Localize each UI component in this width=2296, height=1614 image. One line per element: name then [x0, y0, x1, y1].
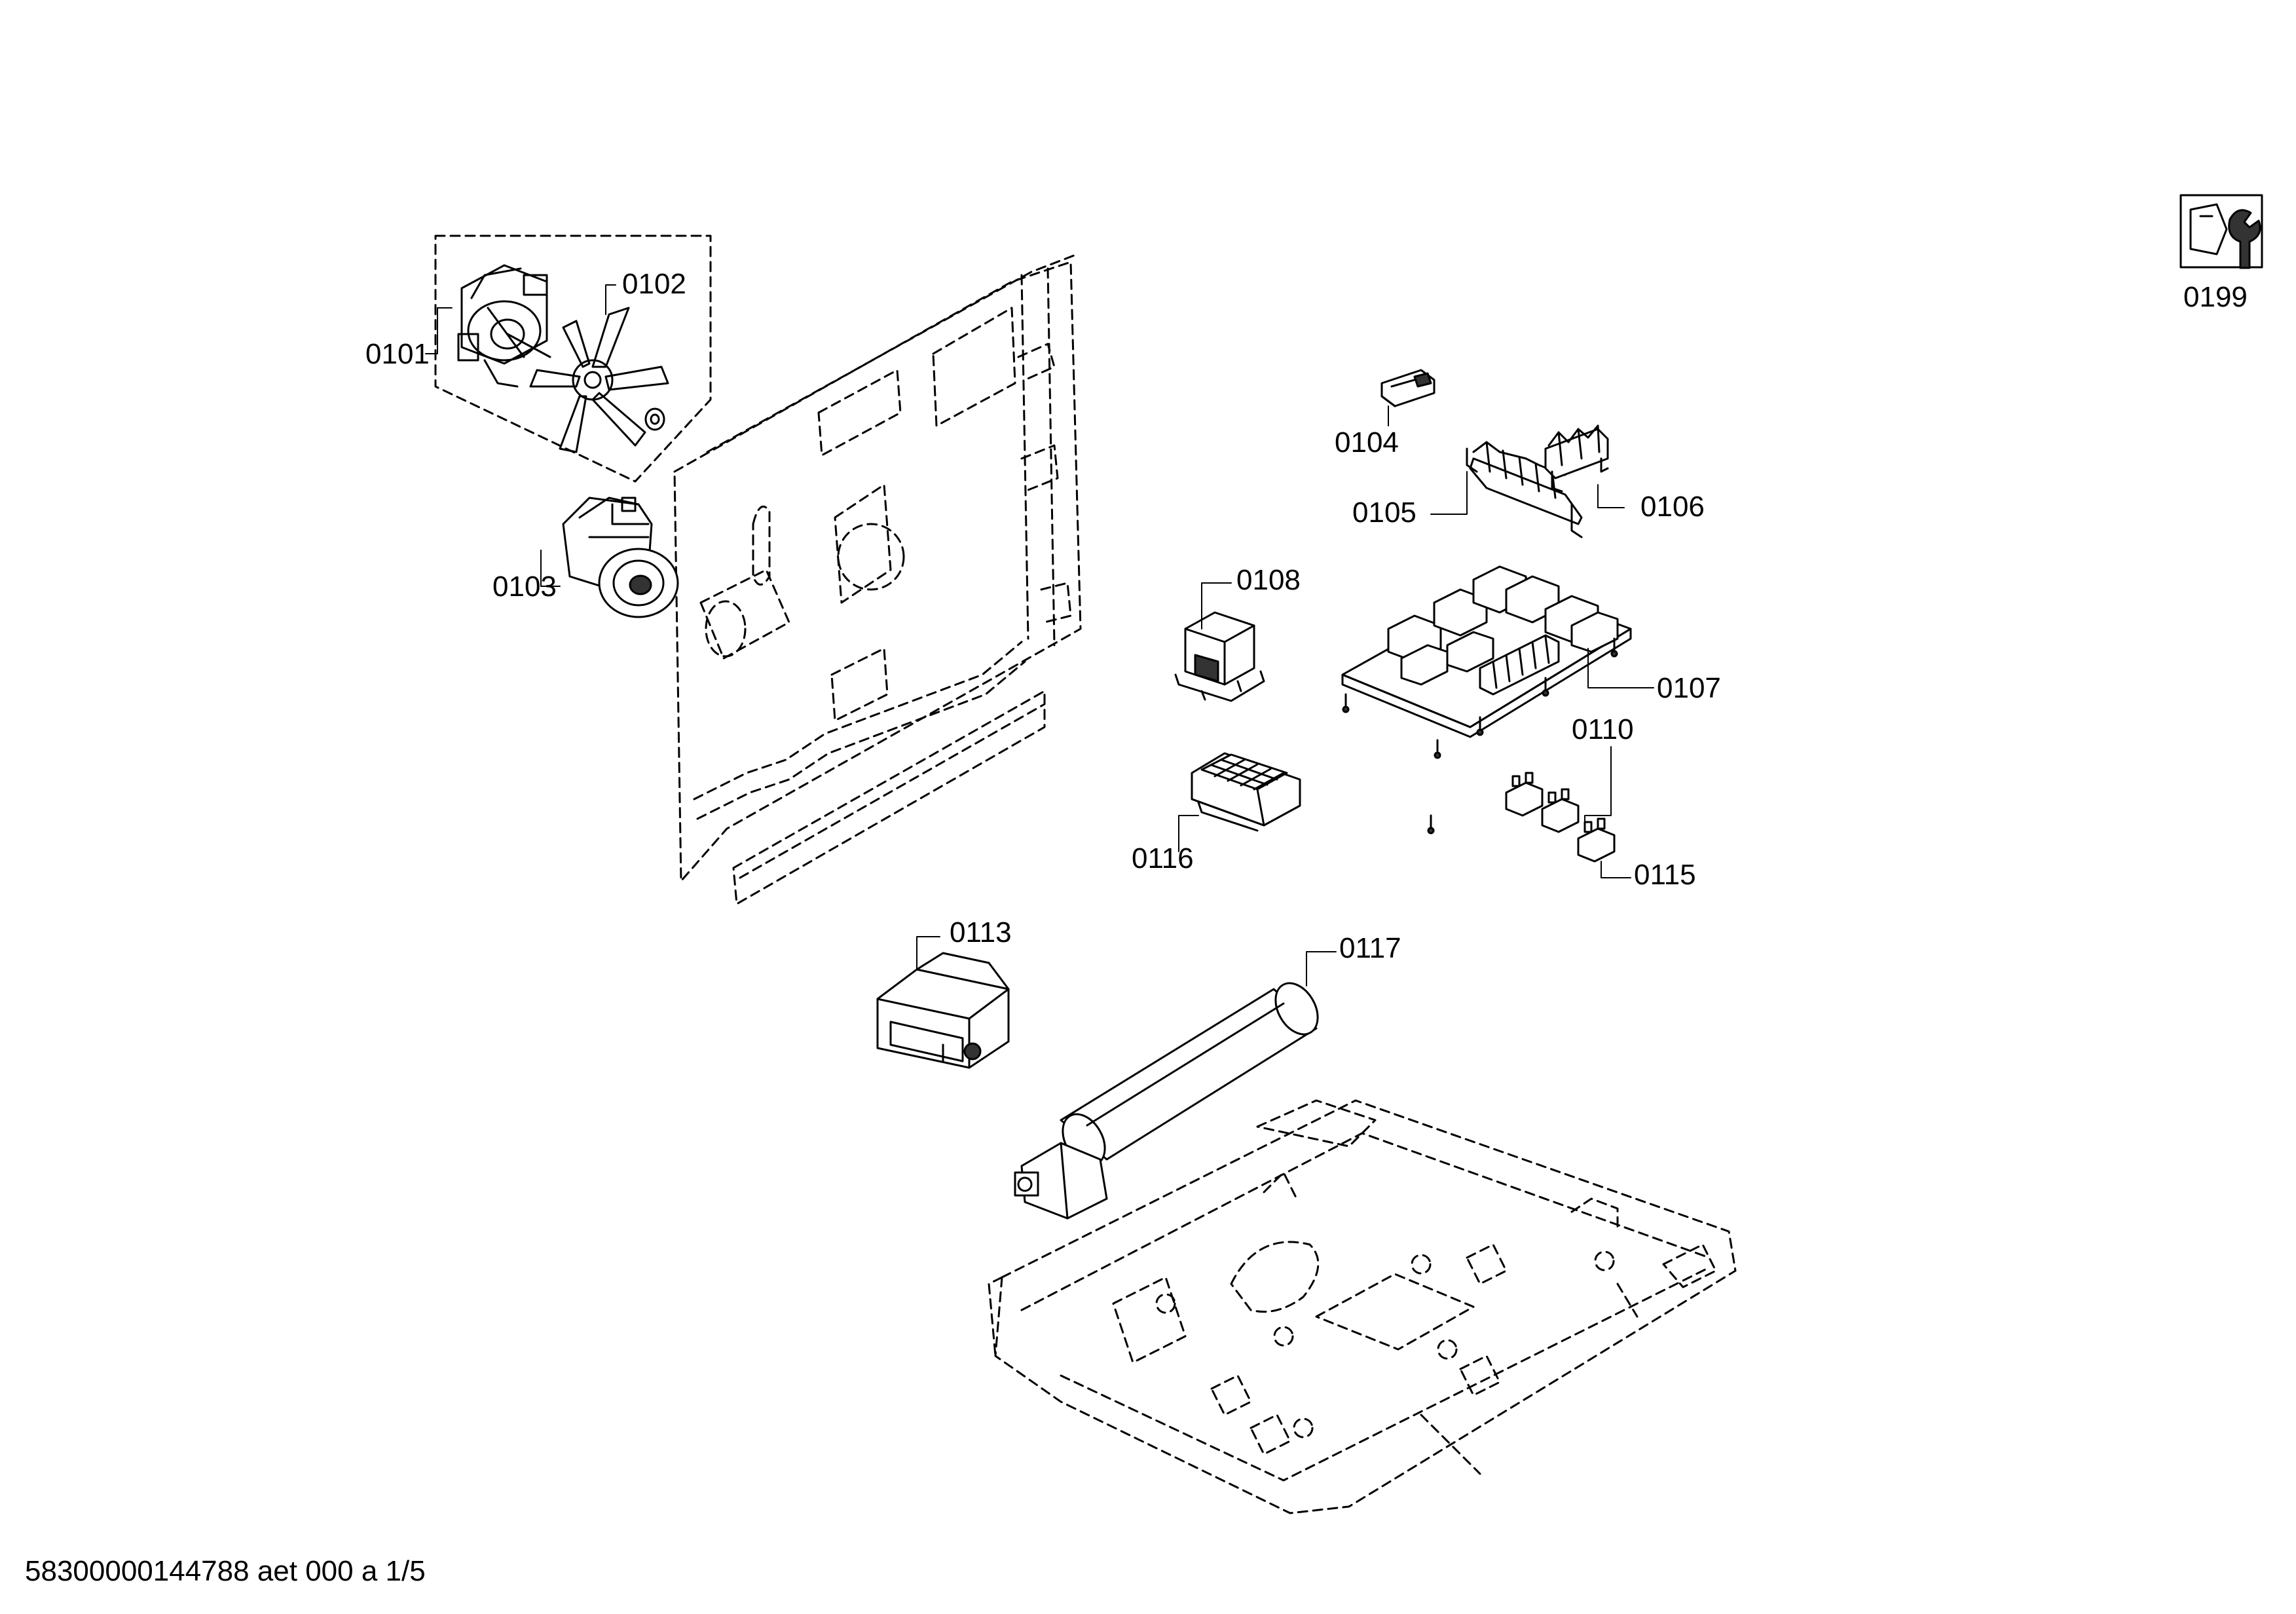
part-0101-fan-motor	[457, 264, 551, 388]
label-0104: 0104	[1335, 426, 1399, 459]
label-0102: 0102	[622, 268, 686, 300]
label-0103: 0103	[492, 571, 557, 603]
base-plate	[988, 1099, 1737, 1514]
wrench-nut-icon	[2179, 194, 2263, 269]
leader-lines	[425, 284, 1654, 986]
part-0113-module	[876, 952, 1010, 1069]
label-0108: 0108	[1236, 564, 1301, 596]
label-0117: 0117	[1339, 932, 1401, 964]
part-0116-heatsink	[1191, 752, 1301, 832]
document-id: 58300000144788 aet 000 a 1/5	[25, 1555, 426, 1587]
fan-kit-outline	[434, 235, 712, 483]
label-0107: 0107	[1657, 672, 1721, 704]
part-0102-fan-wheel	[529, 307, 669, 453]
label-0115: 0115	[1634, 859, 1696, 891]
label-0113: 0113	[950, 916, 1012, 948]
label-0110: 0110	[1572, 713, 1634, 745]
label-0105: 0105	[1352, 497, 1416, 529]
part-0117-tangential-fan	[1014, 982, 1319, 1220]
label-0101: 0101	[365, 338, 430, 370]
rear-panel	[673, 254, 1082, 905]
part-labels: 0101 0102 0103 0104 0105 0106 0107 0108 …	[365, 268, 2248, 964]
label-0106: 0106	[1640, 491, 1705, 523]
part-0107-control-board	[1341, 565, 1632, 835]
label-0116: 0116	[1132, 842, 1194, 874]
part-0106-terminal-block	[1544, 424, 1609, 493]
part-0108-transformer	[1174, 611, 1265, 702]
label-0199: 0199	[2183, 281, 2248, 313]
part-0110-0115-switches	[1505, 772, 1616, 863]
part-0103-motor	[562, 497, 679, 618]
part-0104-connector	[1380, 369, 1435, 407]
